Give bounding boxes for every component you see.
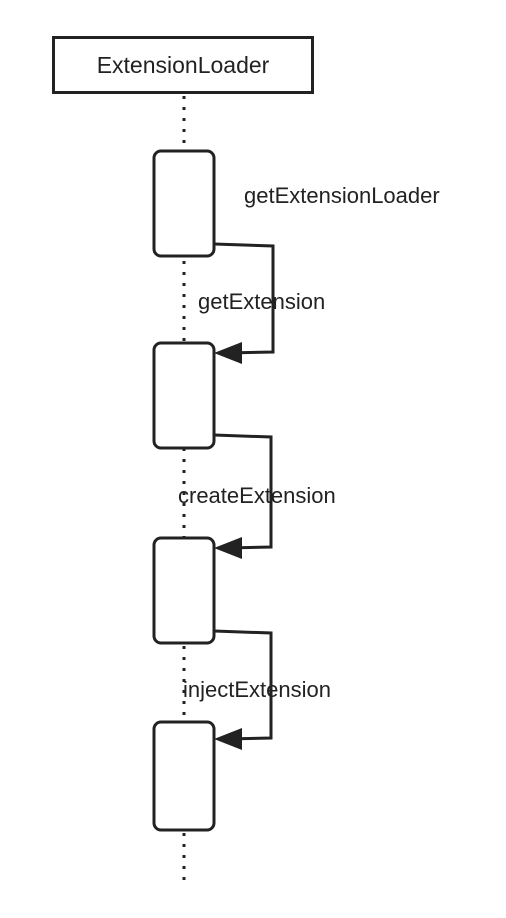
self-call-arrow bbox=[213, 629, 273, 741]
arrowhead bbox=[214, 342, 242, 364]
activation-box bbox=[152, 341, 216, 450]
message-label-create-extension: createExtension bbox=[178, 483, 336, 508]
arrowhead bbox=[214, 537, 242, 559]
self-call-arrow bbox=[213, 242, 275, 355]
activation-box bbox=[152, 149, 216, 258]
arrowhead bbox=[214, 728, 242, 750]
participant-extension-loader: ExtensionLoader bbox=[52, 36, 314, 94]
message-label-inject-extension: injectExtension bbox=[183, 677, 331, 702]
message-label-get-extension-loader: getExtensionLoader bbox=[244, 183, 440, 208]
activation-box bbox=[152, 720, 216, 832]
participant-label: ExtensionLoader bbox=[96, 51, 270, 78]
self-call-arrow bbox=[213, 433, 273, 550]
activation-box bbox=[152, 536, 216, 645]
message-label-get-extension: getExtension bbox=[198, 289, 326, 314]
